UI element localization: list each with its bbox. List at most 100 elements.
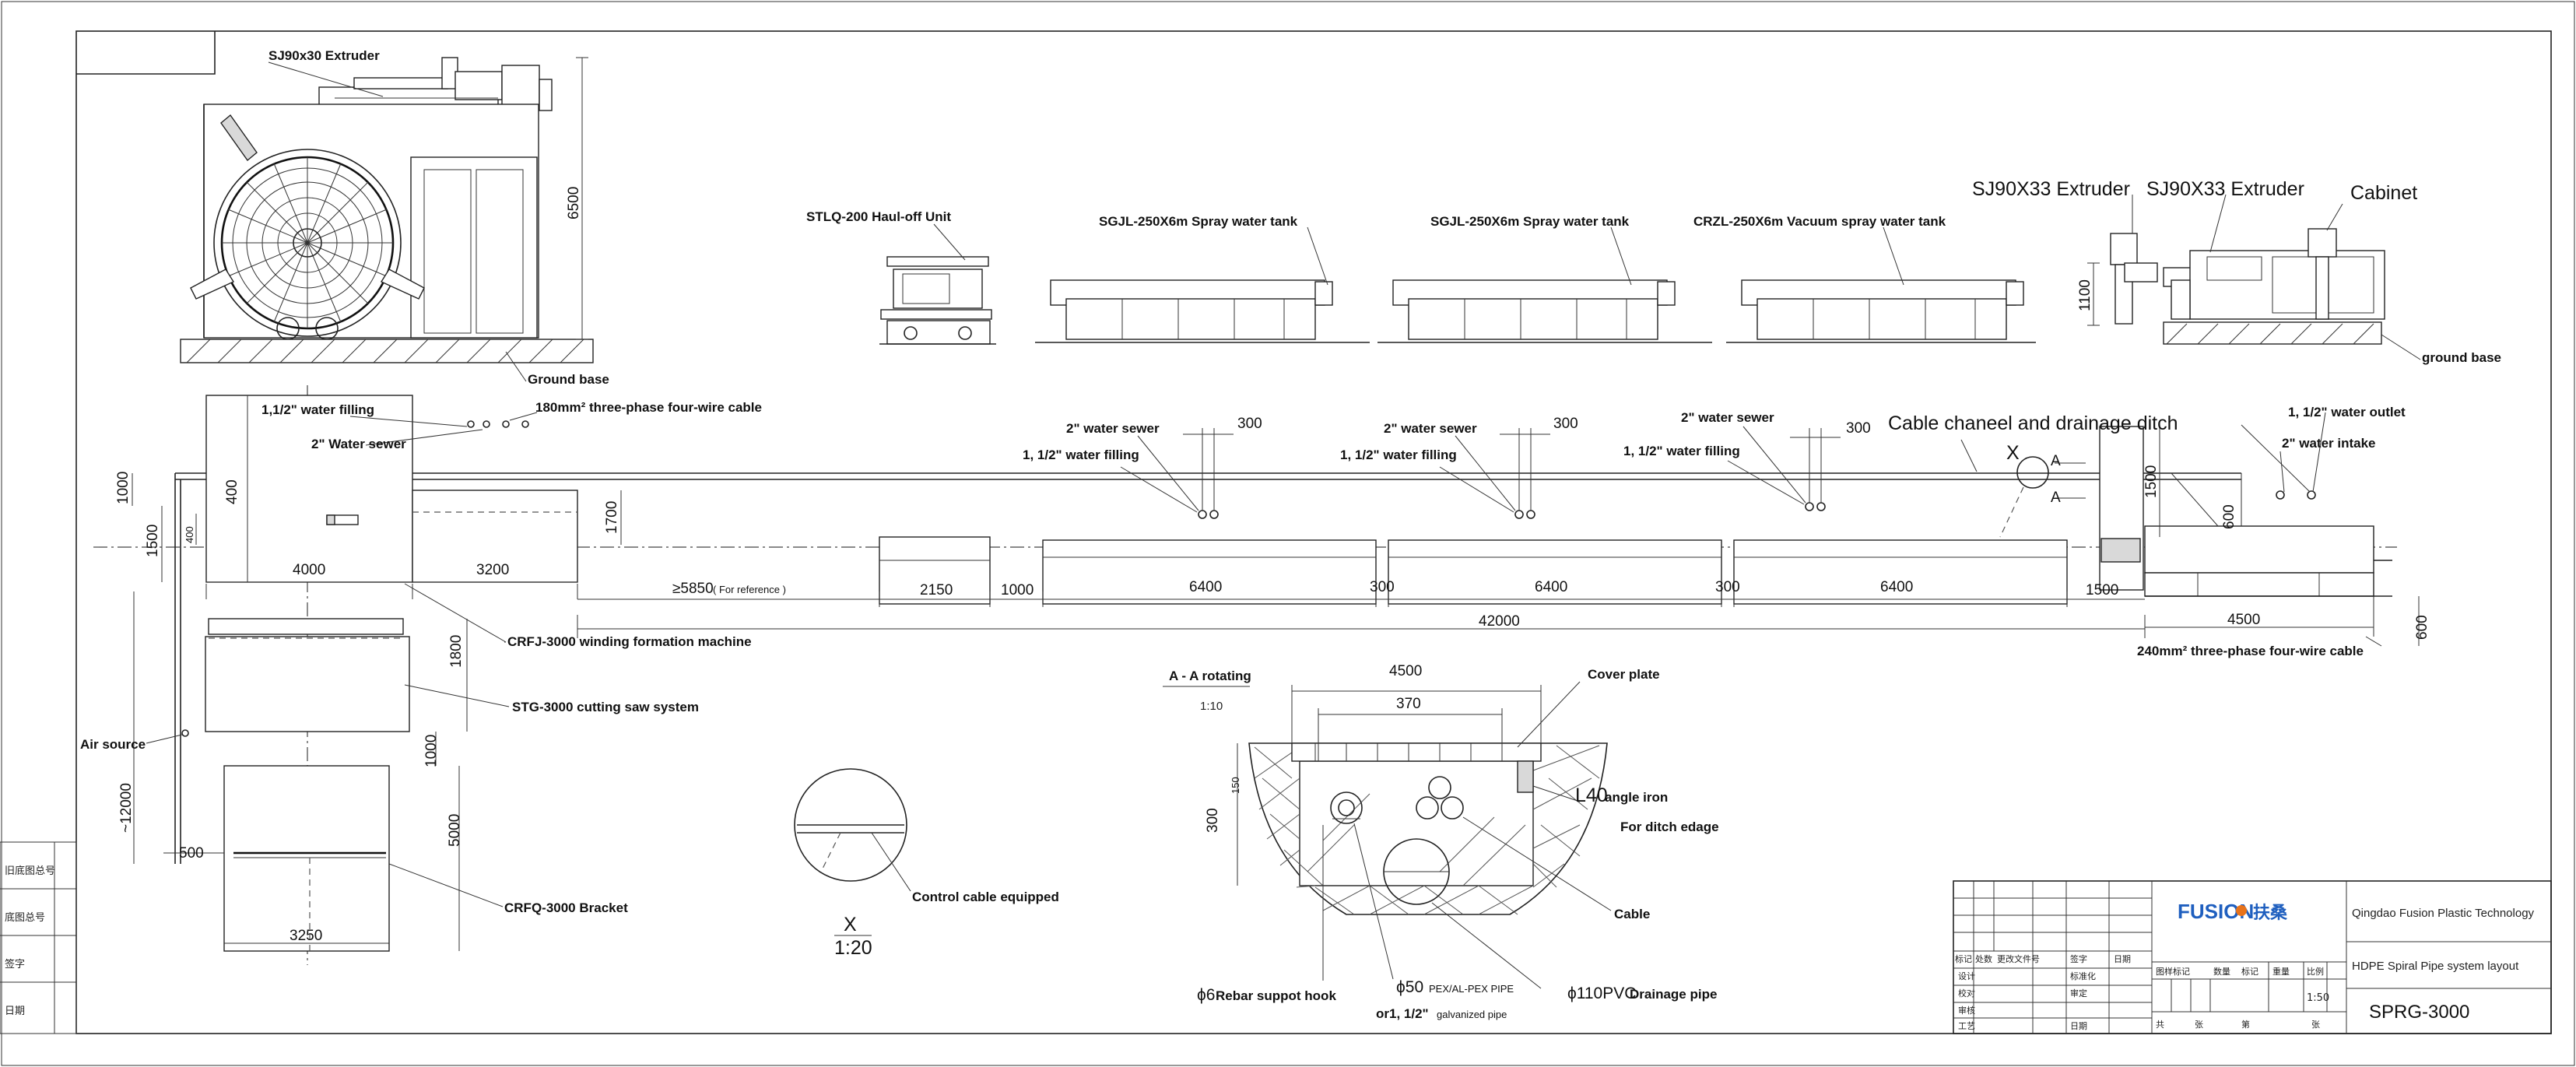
mark-label: 标记 [2241, 966, 2258, 977]
qty-label: 数量 [2213, 967, 2230, 977]
role-review: 审核 [1958, 1005, 1975, 1016]
label-haul-off: STLQ-200 Haul-off Unit [806, 209, 951, 224]
rev-col-count: 处数 [1975, 954, 1992, 964]
dim-1000c: 1000 [423, 735, 440, 767]
marker-a2: A [2051, 490, 2061, 506]
section-dim-150: 150 [1230, 777, 1241, 794]
dim-1100: 1100 [2077, 279, 2093, 311]
label-water-filling-left: 1,1/2" water filling [261, 402, 374, 417]
co-extruders-and-cabinet: 1100 SJ90X33 Extruder SJ90X33 Extruder C… [1972, 178, 2501, 365]
rev-col-sign: 签字 [2070, 953, 2087, 964]
dim-300c: 300 [1846, 420, 1871, 437]
label-water-intake: 2" water intake [2282, 436, 2376, 451]
section-title: A - A rotating [1169, 669, 1251, 683]
scale-label: 比例 [2307, 966, 2324, 977]
label-water-outlet: 1, 1/2" water outlet [2288, 405, 2406, 419]
section-dim-370: 370 [1396, 696, 1421, 712]
label-pipe50-alt: or1, 1/2" [1376, 1006, 1429, 1021]
dim-1500: 1500 [2086, 582, 2118, 598]
label-extruder-main: SJ90x30 Extruder [268, 48, 380, 63]
label-bracket: CRFQ-3000 Bracket [504, 900, 628, 915]
drawing-number: SPRG-3000 [2369, 1002, 2469, 1023]
dim-3250: 3250 [290, 928, 322, 944]
side-table-cell: 底图总号 [5, 911, 45, 924]
scale-value: 1:50 [2307, 992, 2329, 1004]
label-water-filling-2: 1, 1/2" water filling [1340, 448, 1457, 462]
side-table-cell: 签字 [5, 958, 25, 970]
role-standard: 标准化 [2070, 970, 2096, 981]
vacuum-tank: CRZL-250X6m Vacuum spray water tank [1693, 214, 2036, 343]
detail-x: Control cable equipped X 1:20 [794, 768, 1059, 959]
drawing-title: HDPE Spiral Pipe system layout [2352, 960, 2519, 973]
role-date: 日期 [2070, 1021, 2087, 1031]
dim-400b: 400 [184, 526, 195, 543]
rev-col-mark: 标记 [1955, 953, 1972, 964]
section-scale: 1:10 [1200, 700, 1223, 713]
side-table: 旧底图总号 底图总号 签字 日期 [0, 841, 77, 1034]
haul-off-unit: STLQ-200 Haul-off Unit [806, 209, 996, 345]
dim-12000: ~12000 [118, 783, 135, 833]
label-extruder-a: SJ90X33 Extruder [1972, 178, 2130, 200]
label-angle-iron: angle iron [1605, 790, 1668, 805]
label-angle-code: L40 [1575, 784, 1608, 806]
label-extruder-b: SJ90X33 Extruder [2146, 178, 2304, 200]
dim-6400a: 6400 [1189, 579, 1222, 595]
dim-4000: 4000 [293, 562, 325, 578]
dim-1000b: 1000 [1001, 582, 1034, 598]
label-ground-base-right: ground base [2422, 350, 2501, 365]
section-a-a: A - A rotating 1:10 [1163, 663, 1719, 1021]
weight-label: 重量 [2272, 966, 2290, 977]
dim-5850: ≥5850 [672, 581, 714, 597]
dim-300b: 300 [1553, 416, 1578, 432]
label-pipe50-code: ϕ50 [1396, 978, 1423, 996]
title-block: 标记 处数 更改文件号 签字 日期 设计 校对 审核 工艺 标准化 审定 日期 … [1953, 880, 2552, 1034]
role-approve: 审定 [2070, 988, 2087, 999]
section-dim-4500: 4500 [1389, 663, 1422, 679]
label-cable: Cable [1614, 907, 1650, 921]
label-control-cable: Control cable equipped [912, 890, 1059, 904]
company-logo: FUSION 扶桑 [2178, 900, 2288, 923]
dim-42000: 42000 [1479, 613, 1520, 630]
rev-col-date: 日期 [2114, 954, 2131, 964]
company-name: Qingdao Fusion Plastic Technology [2352, 907, 2535, 920]
tank-service-points [1120, 426, 1841, 519]
dim-300d: 300 [1370, 579, 1395, 595]
side-table-cell: 日期 [5, 1006, 25, 1017]
label-cabinet: Cabinet [2350, 182, 2417, 204]
label-pipe50-alt2: galvanized pipe [1437, 1009, 1507, 1020]
marker-x: X [2006, 442, 2020, 464]
logo-cn: 扶桑 [2253, 904, 2288, 923]
dim-300a: 300 [1237, 416, 1262, 432]
dim-4500: 4500 [2227, 612, 2260, 628]
label-cable-channel: Cable chaneel and drainage ditch [1888, 412, 2178, 434]
label-drainage: Drainage pipe [1630, 987, 1717, 1002]
label-spray-tank-2: SGJL-250X6m Spray water tank [1430, 214, 1630, 229]
label-ground-base-left: Ground base [528, 372, 609, 387]
role-design: 设计 [1958, 971, 1975, 981]
spray-tank-1: SGJL-250X6m Spray water tank [1035, 214, 1370, 343]
dim-1800: 1800 [448, 635, 465, 668]
label-cable-right: 240mm² three-phase four-wire cable [2137, 644, 2364, 658]
role-process: 工艺 [1958, 1021, 1975, 1031]
dim-1000: 1000 [115, 472, 132, 504]
section-dim-300: 300 [1205, 808, 1221, 833]
dim-500: 500 [179, 845, 204, 862]
dim-6400b: 6400 [1535, 579, 1567, 595]
label-spray-tank-1: SGJL-250X6m Spray water tank [1099, 214, 1298, 229]
label-pvc-code: ϕ110PVC [1567, 985, 1636, 1002]
marker-a1: A [2051, 453, 2061, 469]
rev-col-doc: 更改文件号 [1997, 953, 2040, 964]
label-ditch-edge: For ditch edage [1620, 820, 1719, 834]
stage-label: 图样标记 [2156, 966, 2190, 977]
label-pipe50: PEX/AL-PEX PIPE [1429, 983, 1514, 995]
label-water-sewer-1: 2" water sewer [1066, 421, 1160, 436]
dim-1500: 1500 [145, 525, 161, 557]
dim-2150: 2150 [920, 582, 953, 598]
label-water-sewer-3: 2" water sewer [1681, 410, 1774, 425]
label-rebar-code: ϕ6 [1197, 986, 1215, 1004]
dim-400: 400 [224, 479, 240, 504]
dim-1500r: 1500 [2143, 465, 2160, 498]
